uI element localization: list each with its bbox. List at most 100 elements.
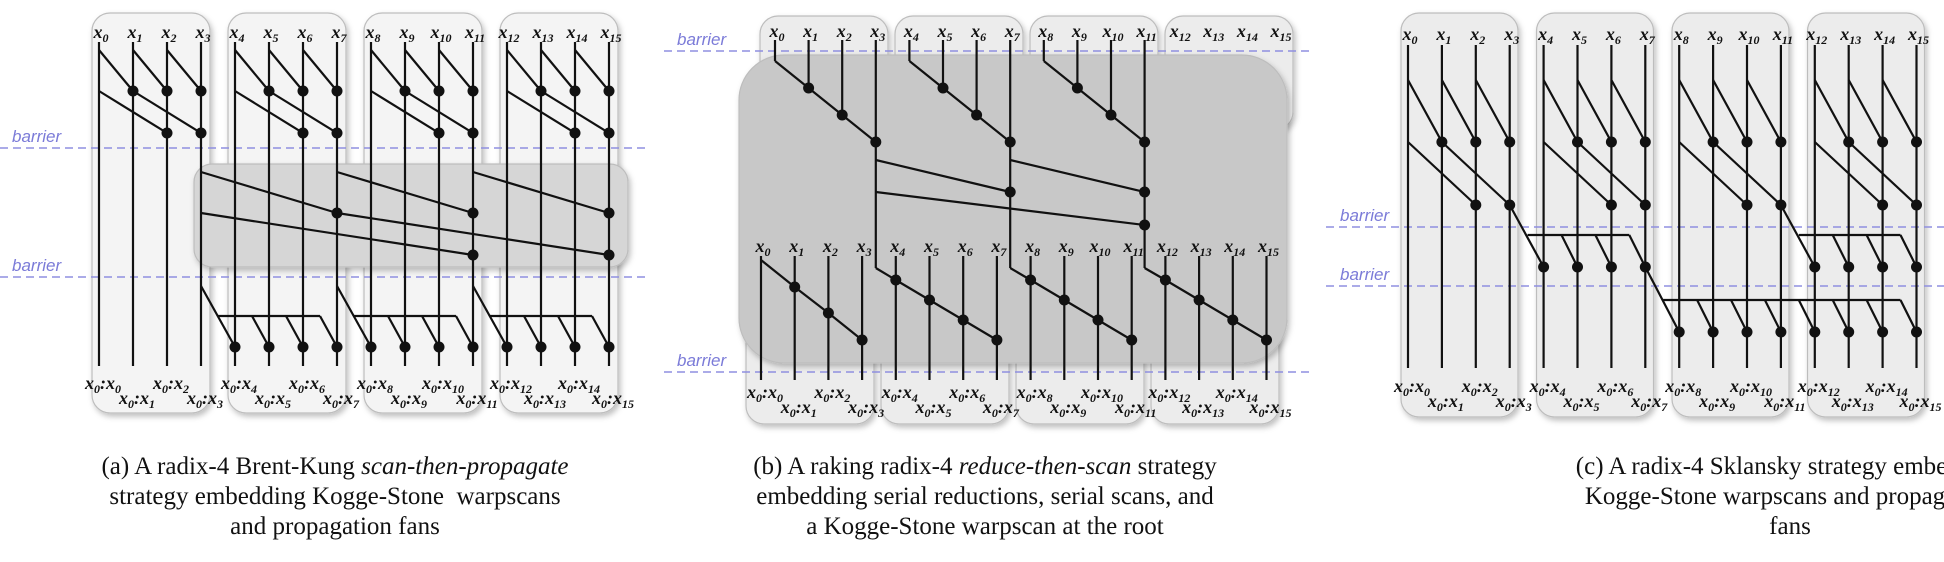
caption-a: (a) A radix-4 Brent-Kung scan-then-propa…: [15, 452, 655, 542]
wire: [875, 158, 1011, 194]
operator-node: [1639, 136, 1651, 148]
output-label: x0​:x1​: [118, 388, 155, 411]
output-label: x0​:x15​: [1899, 391, 1942, 414]
wire: [1474, 79, 1511, 143]
operator-node: [331, 341, 343, 353]
input-label: x5​: [937, 21, 953, 44]
operator-node: [1071, 82, 1083, 94]
fan-wire: [1763, 299, 1782, 333]
input-label: x8​: [1037, 21, 1053, 44]
operator-node: [803, 82, 815, 94]
wire: [98, 90, 168, 134]
operator-node: [890, 274, 902, 286]
wire: [1440, 79, 1477, 143]
wire: [794, 286, 830, 314]
operator-node: [971, 109, 983, 121]
caption-emphasis: scan-then-propagate: [361, 453, 569, 480]
operator-node: [433, 85, 445, 97]
operator-node: [1227, 314, 1239, 326]
wire: [98, 49, 134, 92]
warp-box: [1806, 12, 1926, 418]
raking-input-label: x13​: [1190, 236, 1212, 259]
raking-input-label: x2​: [822, 236, 838, 259]
warp-box: [1400, 12, 1519, 418]
output-label: x0​:x12​: [1147, 382, 1190, 405]
output-label: x0​:x7​: [1630, 391, 1668, 414]
caption-text: (b) A raking radix-4: [753, 453, 959, 480]
wire: [1030, 279, 1065, 301]
warp-box: [1671, 12, 1790, 418]
input-label: x1​: [802, 21, 818, 44]
operator-node: [195, 127, 207, 139]
raking-input-label: x9​: [1058, 236, 1074, 259]
operator-node: [924, 294, 935, 306]
input-label: x9​: [1071, 21, 1087, 44]
operator-node: [1159, 274, 1171, 286]
fan-wire: [1831, 234, 1850, 268]
output-label: x0​:x2​: [813, 382, 850, 405]
output-label: x0​:x7​: [982, 397, 1020, 420]
operator-node: [1843, 261, 1855, 273]
output-label: x0​:x9​: [1049, 397, 1086, 420]
output-label: x0​:x10​: [1729, 376, 1772, 399]
input-label: x4​: [229, 22, 245, 45]
wire: [472, 170, 610, 215]
wire: [404, 49, 440, 92]
caption-c: (c) A radix-4 Sklansky strategy embeddin…: [1470, 452, 1944, 542]
output-label: x0​:x1​: [1427, 391, 1464, 414]
fan-wire: [1797, 299, 1816, 333]
input-label: x4​: [903, 21, 919, 44]
output-label: x0​:x3​: [186, 388, 223, 411]
operator-node: [1911, 136, 1922, 148]
caption-text: strategy: [1131, 453, 1217, 480]
operator-node: [836, 109, 848, 121]
barrier-label: barrier: [12, 256, 62, 275]
operator-node: [1139, 219, 1151, 231]
input-label: x6​: [1605, 24, 1621, 47]
wire: [234, 49, 270, 92]
wire: [760, 259, 796, 288]
operator-node: [1538, 261, 1550, 273]
raking-input-label: x4​: [889, 236, 905, 259]
barrier-label: barrier: [1340, 206, 1390, 225]
caption-line: (a) A radix-4 Brent-Kung scan-then-propa…: [15, 452, 655, 482]
input-label: x0​: [93, 22, 109, 45]
output-label: x0​:x0​: [84, 373, 121, 396]
input-label: x8​: [365, 22, 381, 45]
wire: [268, 90, 338, 134]
caption-text: (a) A radix-4 Brent-Kung: [101, 453, 362, 480]
input-label: x15​: [600, 22, 622, 45]
input-label: x4​: [1537, 24, 1553, 47]
operator-node: [263, 341, 275, 353]
wire: [942, 87, 978, 116]
fan-wire: [1779, 204, 1816, 268]
fan-wire: [387, 315, 406, 348]
wire: [908, 60, 944, 89]
operator-node: [1058, 294, 1070, 306]
input-label: x11​: [464, 22, 485, 45]
output-label: x0​:x0​: [746, 382, 783, 405]
operator-node: [161, 127, 173, 139]
wire: [1441, 141, 1511, 206]
operator-node: [1139, 186, 1151, 198]
wire: [336, 170, 474, 215]
wire: [875, 190, 1145, 227]
operator-node: [1193, 294, 1205, 306]
operator-node: [433, 341, 445, 353]
wire: [807, 87, 843, 116]
wire: [132, 90, 202, 134]
wire: [1814, 141, 1884, 206]
fan-wire: [421, 315, 440, 348]
wire: [1847, 79, 1884, 143]
fan-wire: [523, 315, 542, 348]
fan-wire: [319, 315, 338, 348]
output-label: x0​:x5​: [1563, 391, 1600, 414]
wire: [1542, 141, 1613, 206]
output-label: x0​:x8​: [1016, 382, 1053, 405]
fan-wire: [285, 315, 304, 348]
operator-node: [297, 341, 309, 353]
operator-node: [1775, 136, 1787, 148]
wire: [1232, 319, 1268, 341]
operator-node: [501, 341, 513, 353]
